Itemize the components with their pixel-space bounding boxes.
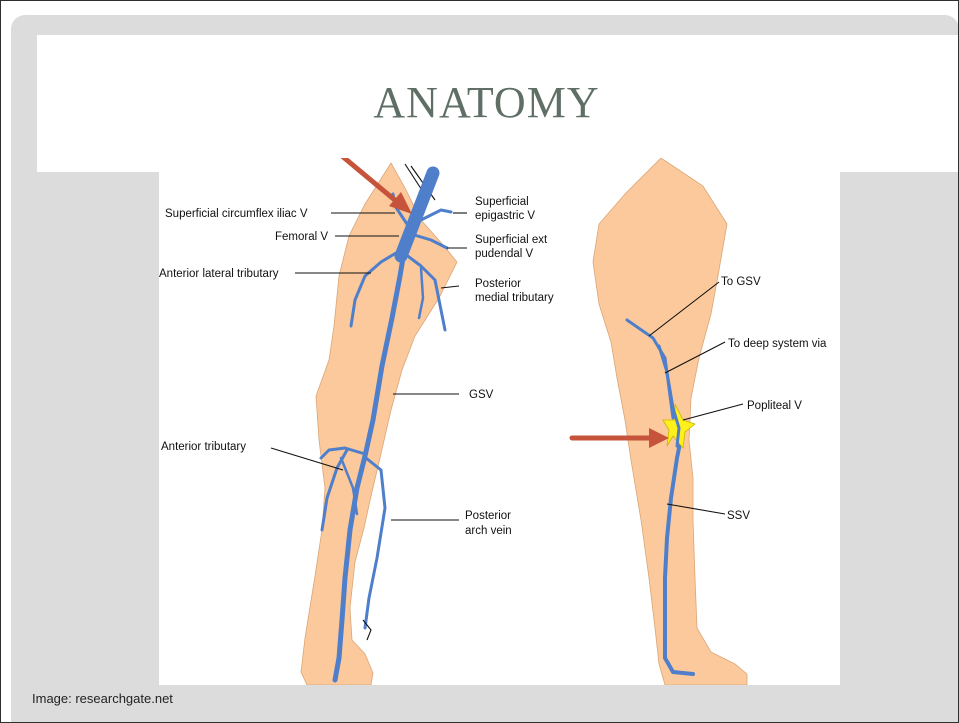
label-posterior-arch-2: arch vein (465, 525, 512, 537)
label-to-deep-system: To deep system via (728, 338, 827, 350)
label-superficial-epigastric-1: Superficial (475, 196, 529, 208)
label-superficial-circumflex-iliac: Superficial circumflex iliac V (165, 208, 308, 220)
image-credit: Image: researchgate.net (32, 691, 173, 706)
label-superficial-ext-pudendal-1: Superficial ext (475, 234, 548, 246)
label-popliteal-vein: Popliteal V (747, 400, 802, 412)
label-posterior-arch-1: Posterior (465, 510, 511, 522)
vein-anatomy-figure: Superficial circumflex iliac V Femoral V… (159, 158, 840, 685)
label-gsv: GSV (469, 389, 494, 401)
label-anterior-lateral-tributary: Anterior lateral tributary (159, 268, 279, 280)
label-ssv: SSV (727, 510, 750, 522)
popliteal-arrow (572, 428, 669, 448)
label-posterior-medial-1: Posterior (475, 278, 521, 290)
leader-popliteal (683, 404, 743, 420)
label-to-gsv: To GSV (721, 276, 761, 288)
label-posterior-medial-2: medial tributary (475, 292, 554, 304)
slide-title: ANATOMY (1, 81, 959, 125)
vein-anatomy-diagram: Superficial circumflex iliac V Femoral V… (159, 158, 840, 685)
label-anterior-tributary: Anterior tributary (161, 441, 246, 453)
label-superficial-epigastric-2: epigastric V (475, 210, 535, 222)
label-superficial-ext-pudendal-2: pudendal V (475, 248, 534, 260)
label-femoral-vein: Femoral V (275, 231, 328, 243)
